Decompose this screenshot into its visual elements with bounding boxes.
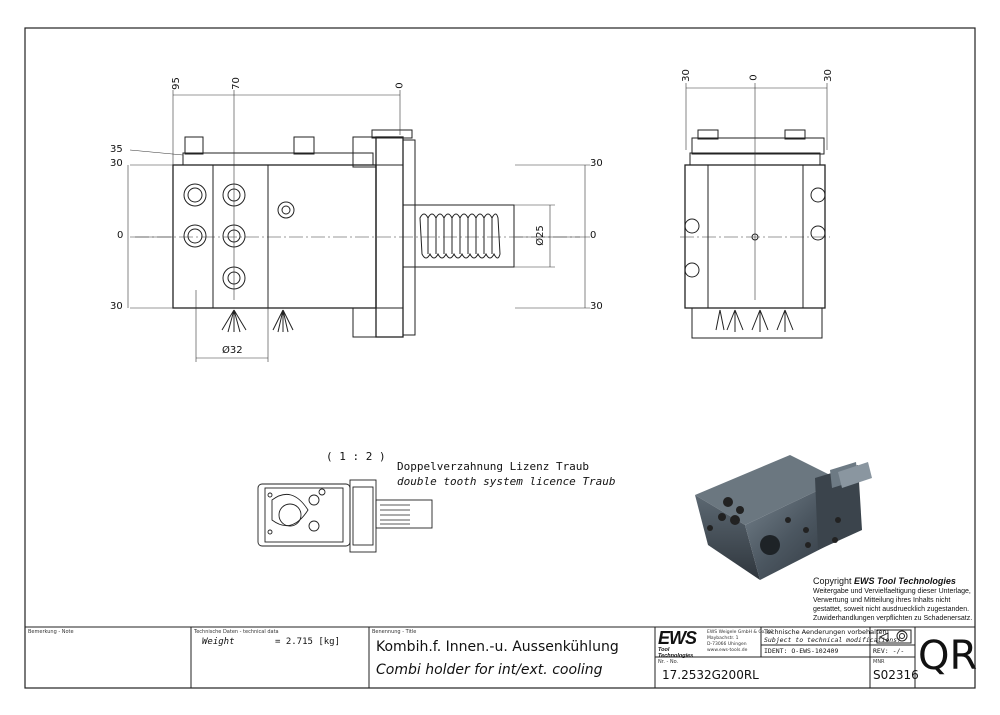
dim-dia32: Ø32 [222, 345, 243, 356]
company-line-1: EWS Weigele GmbH & Co. KG [707, 630, 774, 635]
tech-data-label: Technische Daten - technical data [194, 629, 279, 635]
dim-95: 95 [170, 77, 182, 90]
title-de: Kombih.f. Innen.-u. Aussenkühlung [376, 639, 619, 655]
part-number: 17.2532G200RL [662, 668, 759, 682]
scale-label: ( 1 : 2 ) [326, 450, 386, 463]
front-view-dimensions [127, 90, 590, 362]
title-block [25, 626, 975, 688]
front-view [172, 129, 515, 338]
company-line-4: www.ews-tools.de [707, 648, 748, 653]
changes-en: Subject to technical modifications! [764, 636, 901, 644]
license-en: double tooth system licence Traub [397, 475, 616, 488]
dim-dia25: Ø25 [534, 225, 546, 246]
company-line-3: D-73066 Uhingen [707, 642, 747, 647]
dim-30-right-top: 30 [590, 158, 603, 169]
dim-70: 70 [230, 77, 242, 90]
copyright-line-3: gestattet, soweit nicht ausdruecklich zu… [813, 606, 970, 613]
ident: IDENT: O-EWS-102409 [764, 647, 839, 655]
isometric-render [695, 455, 872, 580]
license-de: Doppelverzahnung Lizenz Traub [397, 460, 590, 473]
ews-logo-text: EWS [658, 628, 697, 648]
weight-value: = 2.715 [kg] [275, 637, 341, 647]
dim-0-left: 0 [117, 230, 124, 241]
rev: REV: -/- [873, 647, 905, 655]
nr-label: Nr. - No. [658, 659, 679, 665]
copyright-line-4: Zuwiderhandlungen verpflichten zu Schade… [813, 615, 973, 622]
scale-view [257, 479, 433, 553]
ews-logo: EWS Tool Technologies [658, 628, 706, 659]
side-dim-30-right: 30 [822, 69, 834, 82]
side-dim-30-left: 30 [680, 69, 692, 82]
company-line-2: Maybachstr. 1 [707, 636, 739, 641]
dim-30-right-bottom: 30 [590, 301, 603, 312]
copyright-line-2: Verwertung und Mitteilung ihres Inhalts … [813, 597, 951, 604]
dim-30-left-bottom: 30 [110, 301, 123, 312]
qr-code-label: QR [918, 633, 978, 679]
ews-logo-sub: Tool Technologies [658, 647, 694, 659]
copyright-line-1: Weitergabe und Vervielfaeltigung dieser … [813, 588, 971, 595]
side-dim-0: 0 [748, 74, 760, 81]
weight-label: Weight [202, 637, 235, 647]
drawing-frame [24, 27, 976, 689]
note-label: Bemerkung - Note [28, 629, 74, 635]
mnr-label: MNR [873, 659, 885, 665]
dim-0-right: 0 [590, 230, 597, 241]
copyright-prefix: Copyright [813, 576, 855, 586]
dim-30-left-top: 30 [110, 158, 123, 169]
dim-0-top: 0 [394, 82, 406, 89]
copyright-brand: EWS Tool Technologies [854, 576, 956, 586]
dim-35: 35 [110, 144, 123, 155]
copyright: Copyright EWS Tool Technologies [813, 576, 956, 586]
title-en: Combi holder for int/ext. cooling [376, 662, 603, 678]
side-view-dimensions [680, 83, 830, 300]
mnr: S02316 [873, 668, 919, 682]
changes-de: Technische Aenderungen vorbehalten! [764, 628, 890, 636]
title-label: Benennung - Title [372, 629, 417, 635]
